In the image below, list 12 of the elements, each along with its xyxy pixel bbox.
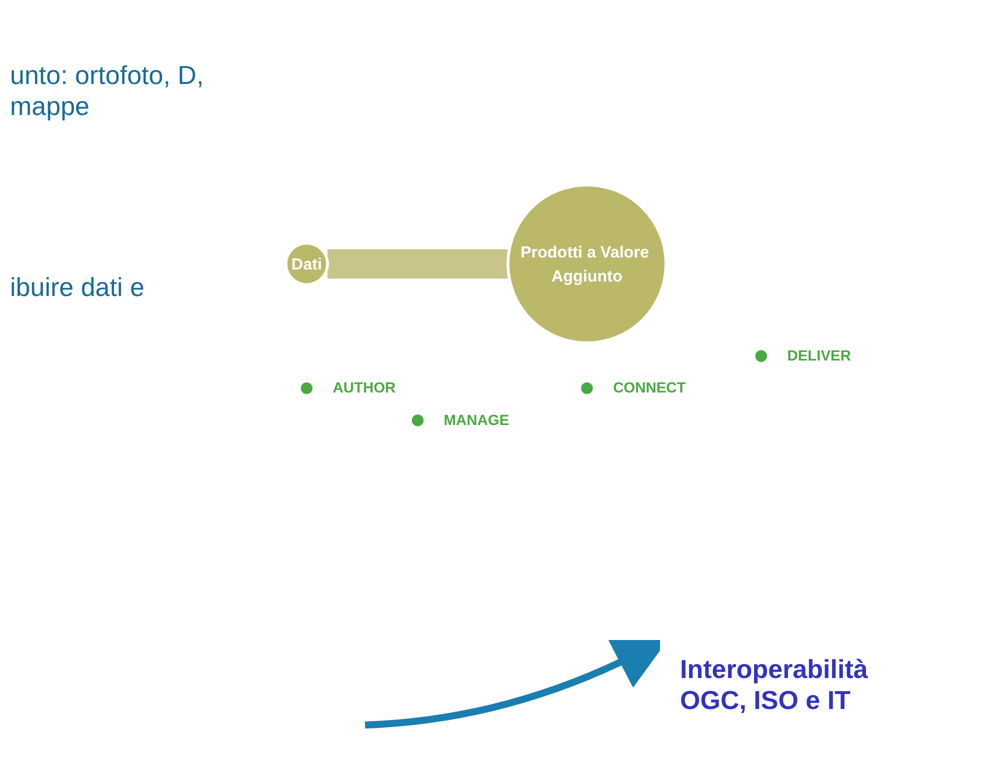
dot-marker — [412, 414, 424, 427]
text-fragment: ibuire dati e — [10, 272, 146, 303]
interoperability-note: Interoperabilità OGC, ISO e IT — [680, 654, 869, 716]
stage-label: CONNECT — [613, 380, 686, 397]
text-fragment: unto: ortofoto, D, mappe — [10, 60, 205, 122]
dot-marker — [581, 382, 593, 394]
circle-node: Dati — [284, 242, 329, 286]
dot-marker — [755, 350, 768, 362]
dot-marker — [300, 382, 313, 394]
stage-label: DELIVER — [787, 348, 851, 364]
stage-label: MANAGE — [444, 412, 510, 429]
stage-label: AUTHOR — [332, 380, 396, 397]
